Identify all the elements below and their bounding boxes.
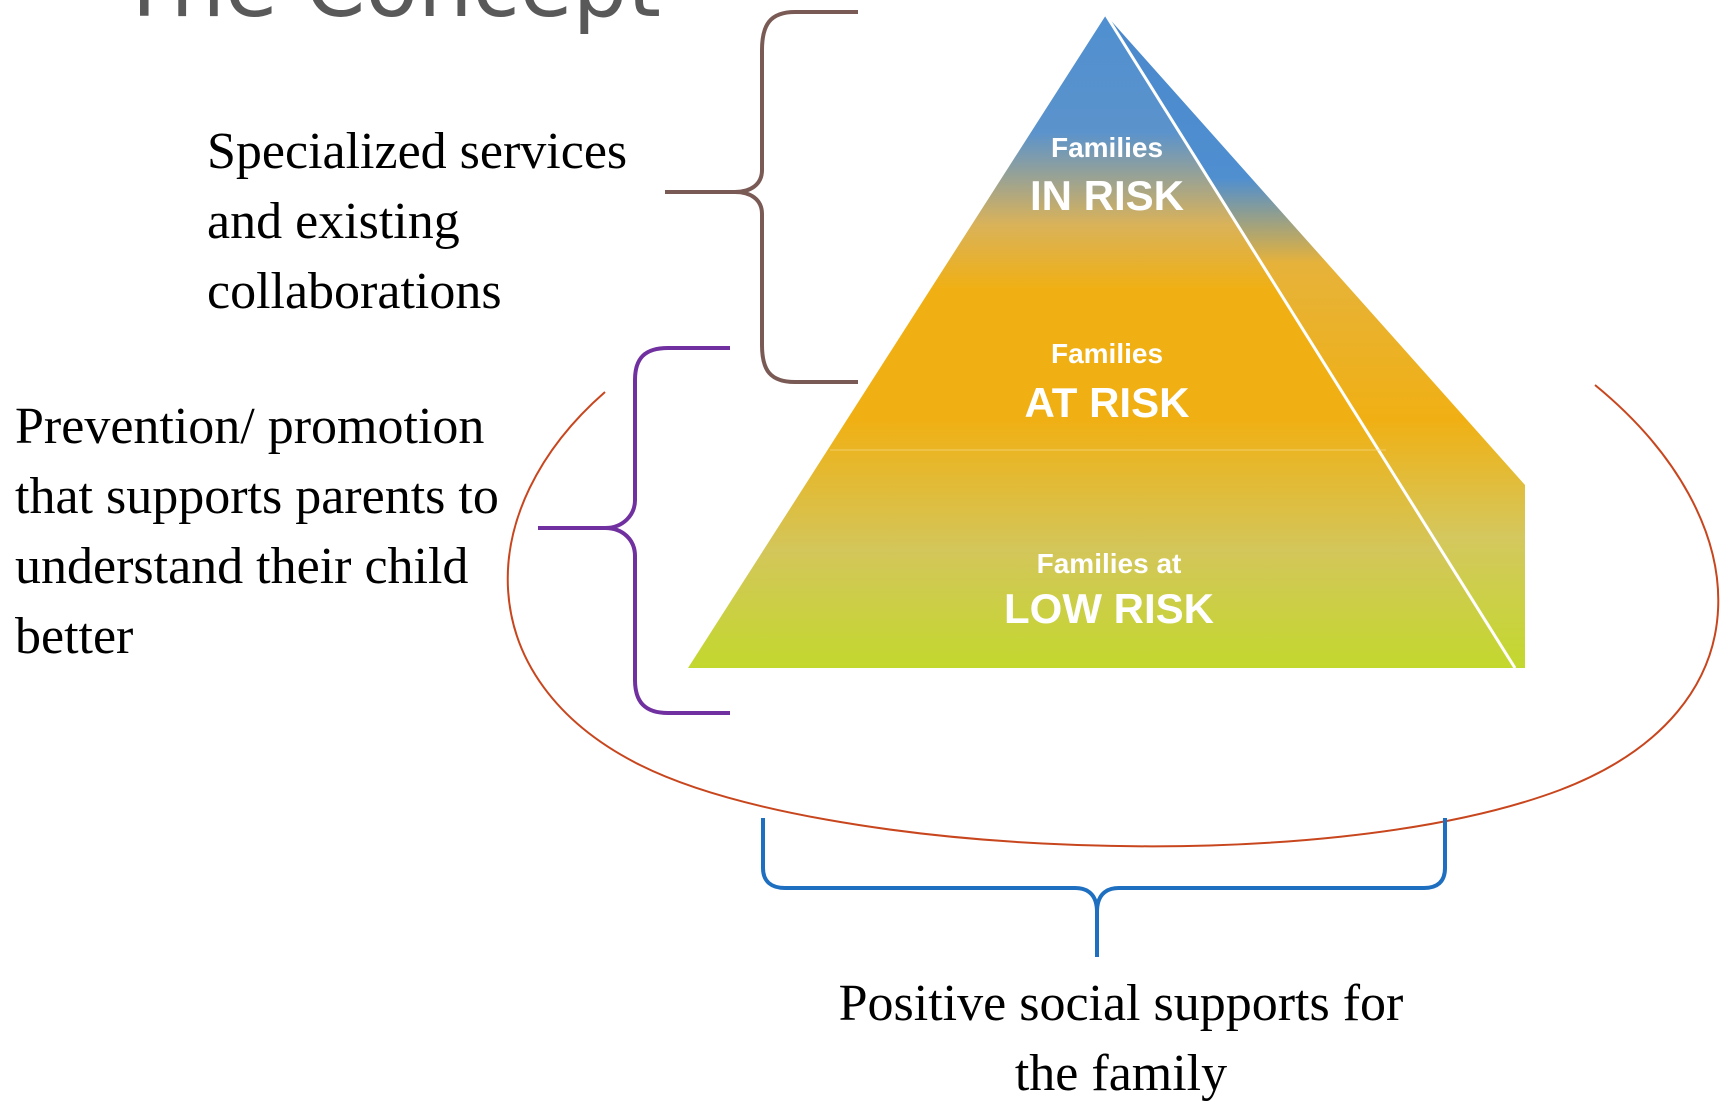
brace-prevention bbox=[538, 346, 730, 715]
brace-specialized bbox=[665, 10, 858, 384]
label-specialized: Specialized services and existing collab… bbox=[207, 123, 627, 320]
page-title: The Concept bbox=[117, 0, 661, 37]
level-at-risk-small: Families bbox=[1051, 338, 1163, 369]
level-at-risk-big: AT RISK bbox=[1025, 379, 1190, 426]
label-specialized-line-3: collaborations bbox=[207, 263, 502, 320]
level-in-risk-big: IN RISK bbox=[1030, 172, 1184, 219]
level-in-risk-small: Families bbox=[1051, 132, 1163, 163]
pyramid-front-face bbox=[688, 15, 1515, 668]
label-prevention-line-3: understand their child bbox=[15, 538, 468, 595]
label-specialized-line-2: and existing bbox=[207, 193, 460, 250]
label-specialized-line-1: Specialized services bbox=[207, 123, 627, 180]
support-ellipse bbox=[506, 384, 1720, 848]
level-low-risk-small: Families at bbox=[1037, 548, 1182, 579]
label-positive-line-2: the family bbox=[1015, 1045, 1227, 1102]
label-prevention-line-4: better bbox=[15, 608, 133, 665]
brace-positive bbox=[761, 818, 1447, 957]
pyramid-side-face bbox=[1106, 15, 1525, 668]
level-low-risk-big: LOW RISK bbox=[1004, 585, 1214, 632]
risk-pyramid: Families IN RISK Families AT RISK Famili… bbox=[688, 14, 1525, 669]
label-prevention-line-2: that supports parents to bbox=[15, 468, 499, 525]
label-prevention-line-1: Prevention/ promotion bbox=[15, 398, 484, 455]
pyramid-edge bbox=[1104, 14, 1517, 669]
label-prevention: Prevention/ promotion that supports pare… bbox=[15, 398, 499, 665]
label-positive: Positive social supports for the family bbox=[839, 975, 1404, 1102]
label-positive-line-1: Positive social supports for bbox=[839, 975, 1404, 1032]
